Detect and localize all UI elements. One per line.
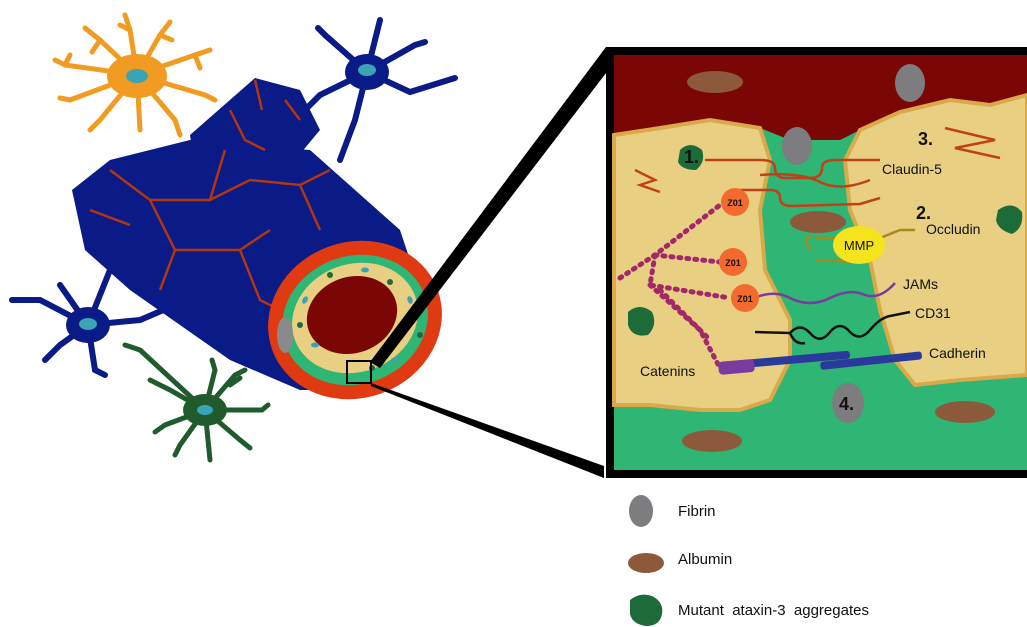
cadherin-label: Cadherin: [929, 345, 986, 361]
albumin-icon: [628, 553, 664, 573]
zoom-connector-top: [370, 47, 616, 368]
jams-label: JAMs: [903, 276, 938, 292]
legend: Fibrin Albumin Mutant ataxin-3 aggregate…: [628, 495, 869, 626]
legend-label-aggregates: Mutant ataxin-3 aggregates: [678, 602, 869, 619]
cd31-label: CD31: [915, 305, 951, 321]
zoom-connector-bottom: [371, 383, 604, 478]
fibrin-icon: [629, 495, 653, 527]
blood-vessel: [72, 78, 464, 423]
occludin-label: Occludin: [926, 221, 980, 237]
step-number-3: 3.: [918, 129, 933, 149]
claudin-label: Claudin-5: [882, 161, 942, 177]
mmp-label: MMP: [844, 238, 874, 253]
aggregate-icon: [630, 595, 662, 626]
inset-panel: [606, 47, 1027, 478]
legend-label-albumin: Albumin: [678, 551, 732, 568]
step-number-1: 1.: [684, 147, 699, 167]
zo1-label-c: Z01: [737, 294, 753, 304]
catenins-label: Catenins: [640, 363, 695, 379]
step-number-2: 2.: [916, 203, 931, 223]
legend-label-fibrin: Fibrin: [678, 503, 716, 520]
step-number-4: 4.: [839, 394, 854, 414]
zo1-label-b: Z01: [725, 258, 741, 268]
astrocyte-cell: [55, 15, 215, 135]
zo1-label-a: Z01: [727, 198, 743, 208]
